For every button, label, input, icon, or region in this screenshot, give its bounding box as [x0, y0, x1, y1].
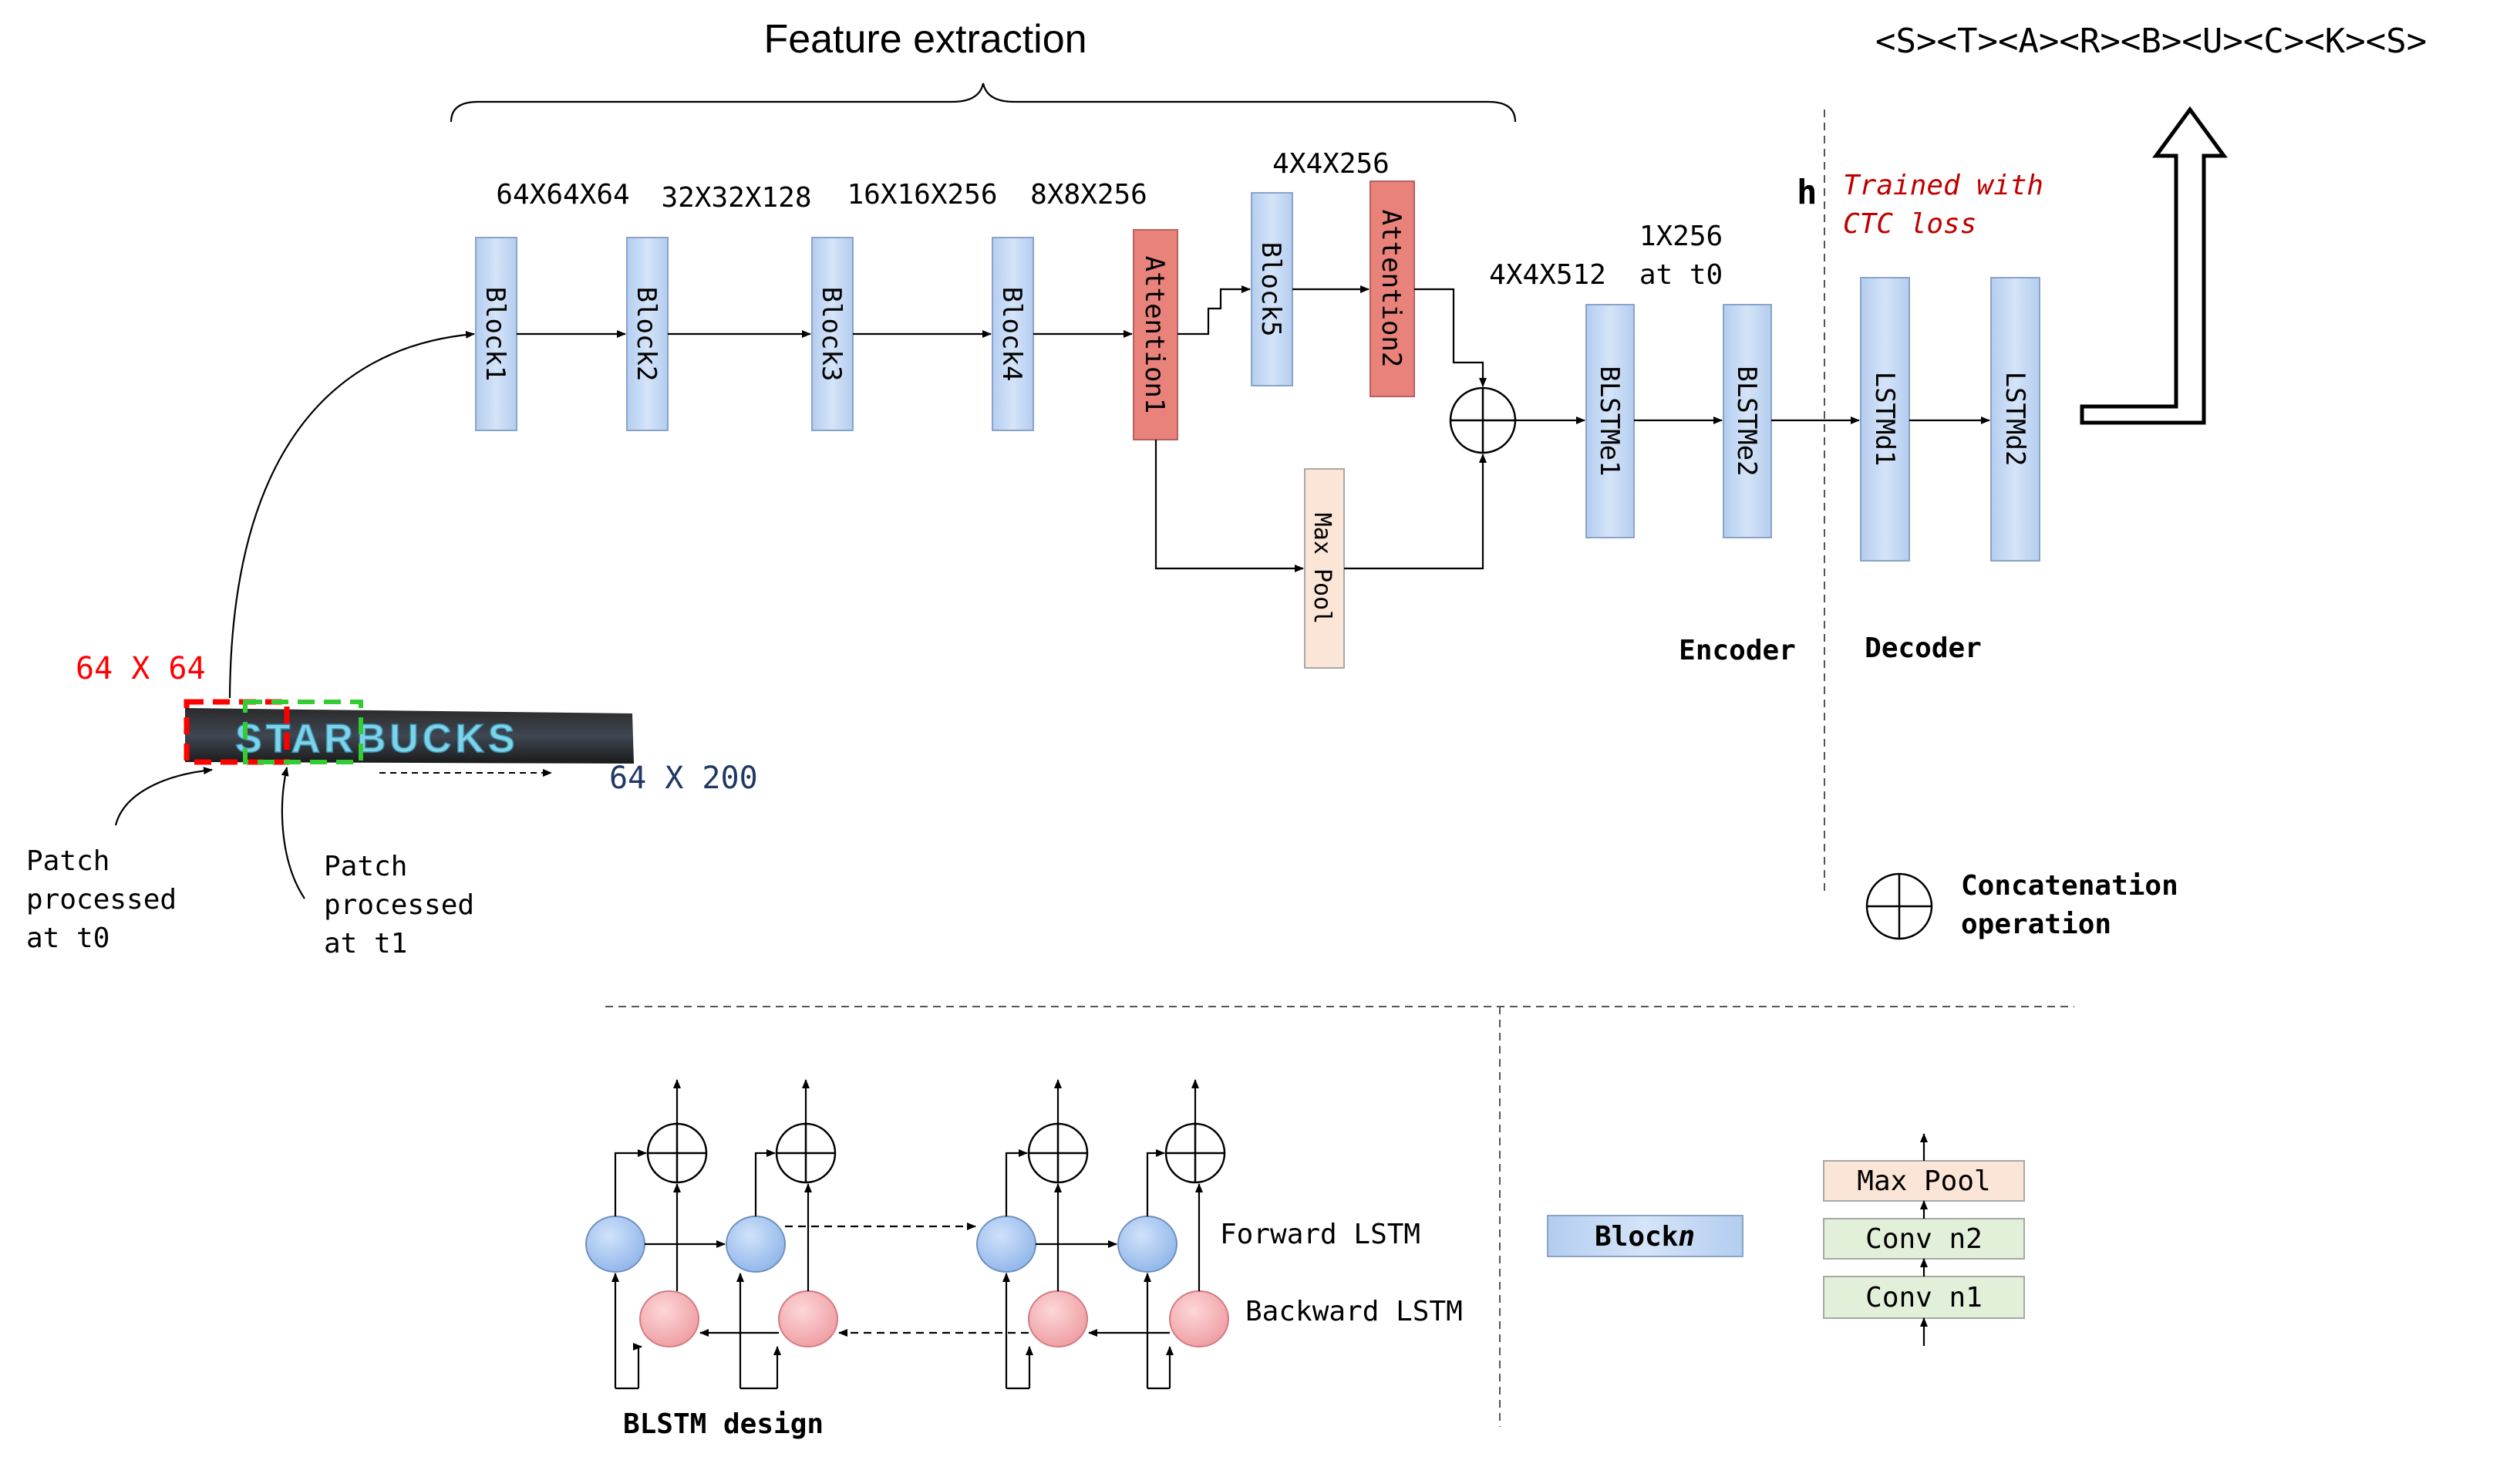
input-size: 64 X 200 — [609, 761, 758, 796]
blstm-concat-2 — [775, 1122, 837, 1184]
forward-lstm-cell-2 — [726, 1216, 786, 1273]
legend-conv1: Conv n1 — [1865, 1282, 1983, 1314]
block1-label: Block1 — [480, 287, 510, 382]
patch-t1-label-3: at t1 — [324, 928, 407, 960]
arrow-input-block1 — [228, 330, 475, 699]
forward-lstm-cell-4 — [1117, 1216, 1177, 1273]
blockn-prefix: Block — [1595, 1221, 1679, 1253]
attention2: Attention2 — [1369, 180, 1415, 397]
block2: Block2 — [626, 237, 669, 431]
blstm-concat-4 — [1164, 1122, 1226, 1184]
attention1: Attention1 — [1133, 229, 1178, 440]
lstm-d2: LSTMd2 — [1990, 277, 2040, 562]
patch-t1-label-2: processed — [324, 889, 474, 921]
backward-lstm-cell-4 — [1169, 1290, 1229, 1347]
dim-encoder-out-1: 1X256 — [1639, 221, 1723, 252]
blstm-e1-label: BLSTMe1 — [1594, 366, 1625, 476]
legend-maxpool: Max Pool — [1857, 1165, 1990, 1197]
arrow-att1-maxpool — [1154, 440, 1304, 572]
lstm-d1: LSTMd1 — [1860, 277, 1910, 562]
patch-t1-outline — [243, 700, 363, 764]
block4-label: Block4 — [996, 287, 1027, 382]
dim-block3: 16X16X256 — [847, 179, 997, 211]
dim-block2: 32X32X128 — [661, 182, 811, 214]
block5-label: Block5 — [1255, 242, 1286, 337]
lstm-d2-label: LSTMd2 — [1999, 372, 2030, 467]
blstm-concat-1 — [646, 1122, 708, 1184]
maxpool-label: Max Pool — [1309, 513, 1336, 625]
forward-lstm-label: Forward LSTM — [1220, 1219, 1420, 1250]
patch-t0-outline — [184, 699, 290, 765]
output-sequence: <S><T><A><R><B><U><C><K><S> — [1875, 22, 2427, 61]
concat-legend-2: operation — [1961, 909, 2111, 940]
blstm-design-diagram — [585, 1079, 1229, 1390]
dim-block5: 4X4X256 — [1272, 148, 1390, 180]
block4: Block4 — [992, 237, 1034, 431]
h-label: h — [1797, 173, 1818, 212]
patch-t0-label-1: Patch — [26, 845, 109, 877]
arrow-att2-concat — [1414, 288, 1487, 387]
dim-block1: 64X64X64 — [496, 179, 629, 211]
forward-lstm-cell-1 — [585, 1216, 645, 1273]
dim-concat: 4X4X512 — [1489, 259, 1606, 291]
block1: Block1 — [475, 237, 517, 431]
blstm-e2: BLSTMe2 — [1723, 304, 1772, 538]
concat-circle — [1449, 386, 1517, 454]
patch-t1-label-1: Patch — [324, 851, 407, 882]
arrow-att1-b5 — [1177, 285, 1251, 336]
concat-legend-symbol — [1865, 872, 1933, 940]
backward-lstm-label: Backward LSTM — [1245, 1296, 1463, 1327]
blstm-e1: BLSTMe1 — [1585, 304, 1635, 538]
patch-t1-pointer — [281, 767, 305, 899]
lstm-d1-label: LSTMd1 — [1869, 372, 1900, 467]
encoder-label: Encoder — [1679, 635, 1796, 666]
input-word-image: STARBUCKS — [184, 699, 634, 765]
arrow-maxpool-concat — [1344, 454, 1487, 570]
patch-t0-pointer — [114, 767, 213, 826]
forward-lstm-cell-3 — [976, 1216, 1036, 1273]
ctc-label-1: Trained with — [1843, 170, 2043, 201]
legend-conv2: Conv n2 — [1865, 1223, 1983, 1255]
attention1-label: Attention1 — [1139, 256, 1170, 414]
block3: Block3 — [811, 237, 854, 431]
output-hollow-arrow-shape — [2080, 106, 2228, 425]
concat-legend-1: Concatenation — [1961, 870, 2178, 902]
block2-label: Block2 — [631, 287, 662, 382]
dim-encoder-out-2: at t0 — [1639, 259, 1723, 291]
block5: Block5 — [1251, 192, 1293, 386]
blstm-design-label: BLSTM design — [623, 1408, 824, 1440]
blockn-legend: Blockn — [1547, 1215, 1743, 1257]
attention2-label: Attention2 — [1376, 210, 1407, 368]
patch-t0-label-2: processed — [26, 884, 177, 916]
feature-extraction-title: Feature extraction — [763, 17, 1086, 62]
blockn-legend-label: Blockn — [1595, 1221, 1695, 1253]
blstm-concat-3 — [1027, 1122, 1089, 1184]
patch-t0-label-3: at t0 — [26, 922, 109, 954]
maxpool-box: Max Pool — [1304, 468, 1345, 669]
backward-lstm-cell-2 — [778, 1290, 838, 1347]
decoder-label: Decoder — [1865, 632, 1982, 664]
backward-lstm-cell-1 — [639, 1290, 699, 1347]
input-patch-size: 64 X 64 — [76, 651, 206, 686]
input-word-text: STARBUCKS — [235, 717, 519, 761]
feature-extraction-brace — [450, 83, 1517, 123]
blockn-suffix: n — [1678, 1221, 1695, 1253]
block-composition-legend: Conv n1 Conv n2 Max Pool — [1823, 1133, 2025, 1346]
dim-block4: 8X8X256 — [1030, 179, 1147, 211]
backward-lstm-cell-3 — [1028, 1290, 1088, 1347]
ctc-label-2: CTC loss — [1843, 208, 1976, 240]
block3-label: Block3 — [816, 287, 847, 382]
blstm-e2-label: BLSTMe2 — [1731, 366, 1762, 476]
